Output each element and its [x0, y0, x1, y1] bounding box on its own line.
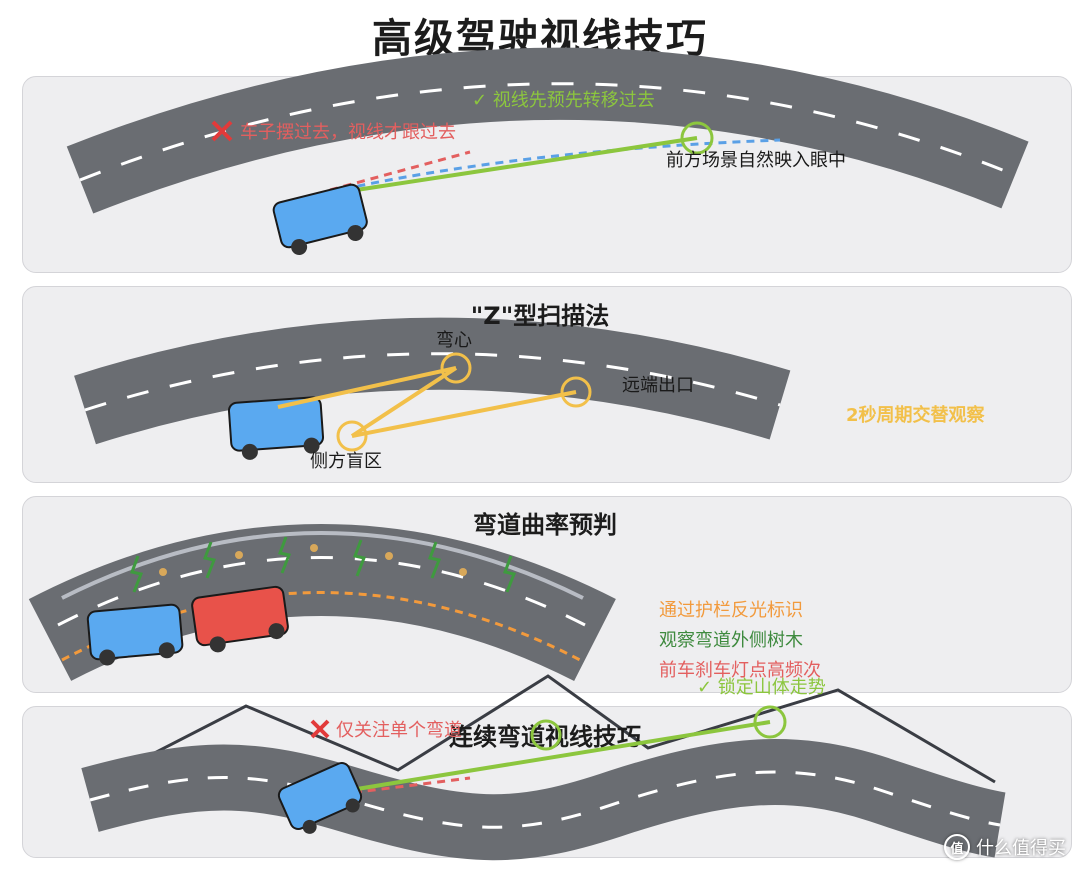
p1-good-sight-line [329, 121, 714, 196]
tree-icon [202, 541, 217, 579]
p4-good-sight [325, 705, 787, 796]
p3-car-blue [86, 603, 184, 666]
p2-apex-label: 弯心 [436, 330, 472, 351]
p2-blind-circle [336, 420, 368, 452]
p2-exit-circle [560, 376, 592, 408]
p1-target-circle [680, 121, 714, 155]
p2-cycle-label: 2秒周期交替观察 [846, 404, 986, 426]
cross-icon [211, 120, 233, 142]
p3-tip-brake-lights: 前车刹车灯点高频次 [659, 660, 821, 681]
watermark-text: 什么值得买 [976, 838, 1066, 859]
p2-exit-label: 远端出口 [622, 375, 694, 396]
p3-tip-trees: 观察弯道外侧树木 [659, 630, 803, 651]
tree-icon [129, 555, 144, 593]
p3-trees [129, 536, 517, 593]
p4-good-label-text: ✓ 锁定山体走势 [697, 677, 826, 698]
tree-icon [352, 539, 367, 577]
p2-road [74, 317, 791, 445]
watermark-logo-icon: 值 [944, 834, 970, 860]
p3-car-red [191, 585, 289, 653]
tree-icon [277, 536, 292, 574]
p1-bad-sight-line [329, 150, 471, 192]
p2-car [227, 396, 325, 460]
p4-bad-label-text: 仅关注单个弯道 [336, 720, 462, 741]
p3-title: 弯道曲率预判 [473, 511, 617, 539]
p1-target-label-text: 前方场景自然映入眼中 [666, 150, 846, 171]
p1-good-label-text: ✓ 视线先预先转移过去 [472, 90, 655, 111]
tree-icon [427, 541, 442, 579]
p4-bad-sight [325, 776, 471, 798]
p3-reflectors [159, 544, 467, 576]
p2-scan-lines [277, 352, 592, 452]
p4-bad-label: 仅关注单个弯道 [310, 719, 462, 741]
tree-icon [502, 555, 517, 593]
p4-car [277, 762, 363, 834]
p1-bad-label-text: 车子摆过去，视线才跟过去 [240, 122, 456, 143]
p4-road [81, 739, 1006, 861]
p3-orange-curve [61, 591, 581, 662]
p4-near-circle [530, 719, 562, 751]
watermark: 值 什么值得买 [944, 834, 1066, 860]
p1-car [272, 183, 368, 256]
p1-bad-label: 车子摆过去，视线才跟过去 [211, 120, 456, 143]
cross-icon [310, 719, 330, 739]
p4-mountain-line [97, 674, 996, 784]
p3-tip-reflectors: 通过护栏反光标识 [659, 600, 803, 621]
p4-far-circle [753, 705, 787, 739]
p2-title: "Z"型扫描法 [471, 302, 609, 330]
p2-apex-circle [440, 352, 472, 384]
p2-blind-label: 侧方盲区 [310, 451, 382, 472]
